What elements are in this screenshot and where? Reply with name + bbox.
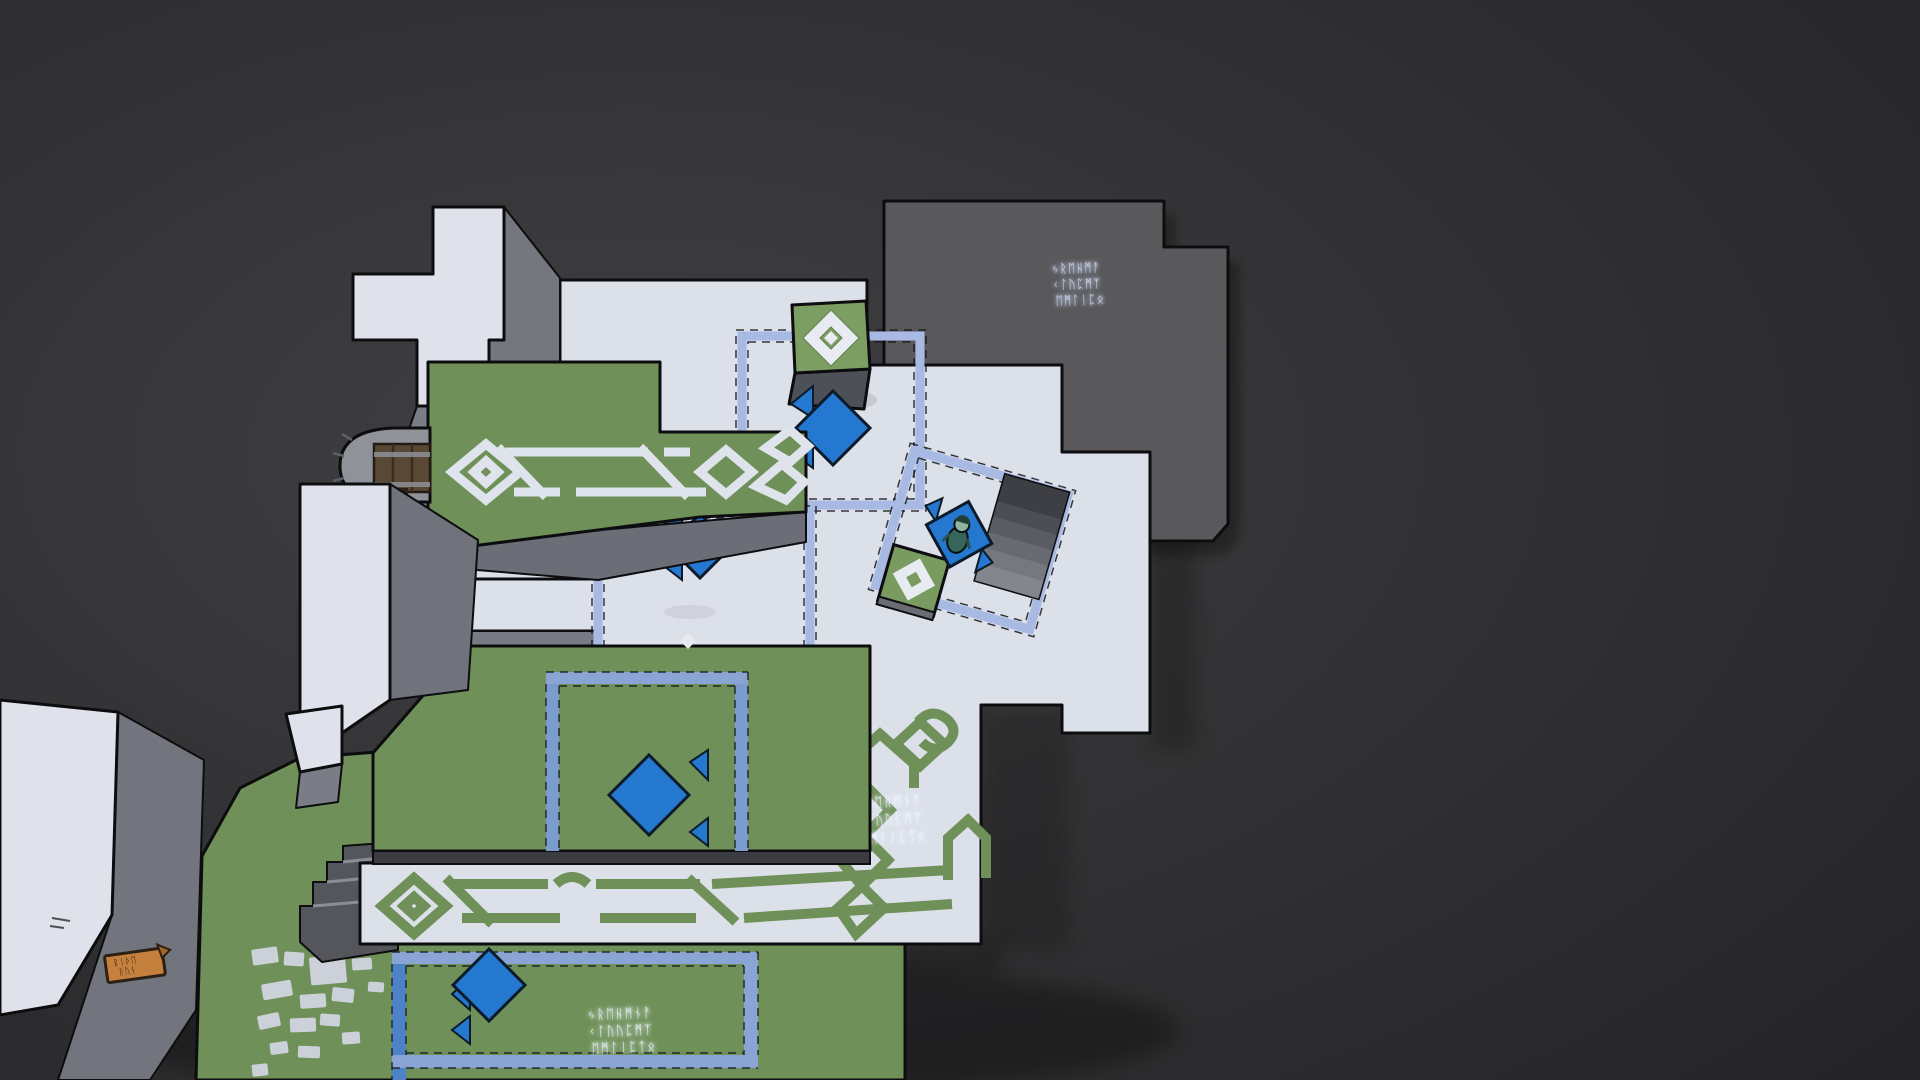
west-white-strip [284, 482, 479, 809]
character-hair [955, 515, 970, 525]
diamond-ring-center [824, 331, 838, 345]
rune-line: ᛃᚱᛖᚺᛗᚾᚨ [855, 792, 923, 811]
tilted-court [867, 442, 1077, 638]
rune-line: ᛃᚱᛖᚺᛗᚾᚨ [587, 1006, 653, 1023]
sign-rune-line: ᛒᛁᚦᛖ [113, 955, 138, 969]
strip-knotwork [444, 424, 815, 506]
sign-rune-line: ᚱᚢᚾ [118, 965, 137, 978]
green-field-wall [372, 850, 871, 865]
knot-strip-platform [332, 360, 815, 581]
goal-tile[interactable] [875, 542, 952, 622]
court-stairway[interactable] [973, 472, 1071, 601]
diamond-ring-icon [802, 309, 860, 367]
rune-note-center: ᛃᚱᛖᚺᛗᚾᚨ ᚲᛚᚢᚢᛈᛗᛉ ᛖᛗᛚᛁᛈᛏᛟ [855, 792, 928, 847]
dock-metal-strip [374, 452, 430, 457]
rune-line: ᛖᛗᛚᛁᛈᛏᛟ [860, 828, 928, 847]
white-diamond-decal [680, 633, 696, 649]
sign-fold [155, 942, 172, 960]
sign-board[interactable] [103, 946, 167, 985]
diamond-ring-icon [892, 558, 936, 601]
west-cliff [0, 698, 205, 1080]
rune-line: ᚲᛚᚢᚢᛈᛗᛉ [588, 1023, 654, 1040]
rune-line: ᚲᛚᚢᚢᛈᛗᛉ [856, 810, 924, 829]
blue-diamond-gem[interactable] [450, 946, 528, 1024]
cliff-crack [49, 917, 71, 929]
rune-line: ᛃᚱᛖᚺᛗᚨ [1051, 260, 1101, 276]
gem-5[interactable] [450, 946, 528, 1047]
rune-note-top-right: ᛃᚱᛖᚺᛗᚨ ᚲᛚᚢᛈᛗᛉ ᛖᛗᛚᛁᛈᛟ [1051, 260, 1105, 308]
green-field-platform [371, 633, 872, 865]
terrace-arm-wall [459, 630, 599, 647]
plateau-top [351, 205, 506, 408]
blue-diamond-gem[interactable] [606, 752, 692, 838]
orange-signpost[interactable]: ᛒᛁᚦᛖ ᚱᚢᚾ [103, 942, 174, 985]
ruin-tiles [251, 946, 385, 1077]
strip-nub [284, 704, 344, 774]
blue-diamond-gem[interactable] [793, 388, 873, 468]
player-character[interactable] [940, 512, 978, 557]
character-arms [941, 532, 971, 549]
dock-metal-strip [374, 482, 430, 487]
terrace-arm [458, 577, 600, 633]
rune-line: ᛖᛗᛚᛁᛈᛟ [1055, 292, 1105, 308]
gem-4[interactable] [606, 748, 709, 849]
dock-rim-segments [332, 432, 353, 502]
cliff-top [0, 698, 120, 1017]
rune-line: ᚲᛚᚢᛈᛗᛉ [1052, 276, 1102, 292]
puzzle-zone-4-border [545, 671, 749, 851]
rune-note-bottom: ᛃᚱᛖᚺᛗᚾᚨ ᚲᛚᚢᚢᛈᛗᛉ ᛖᛗᛚᛁᛈᛏᛟ [587, 1006, 657, 1057]
white-strip-knot-band [374, 865, 953, 941]
rune-line: ᛖᛗᛚᛁᛈᛏᛟ [591, 1040, 657, 1057]
